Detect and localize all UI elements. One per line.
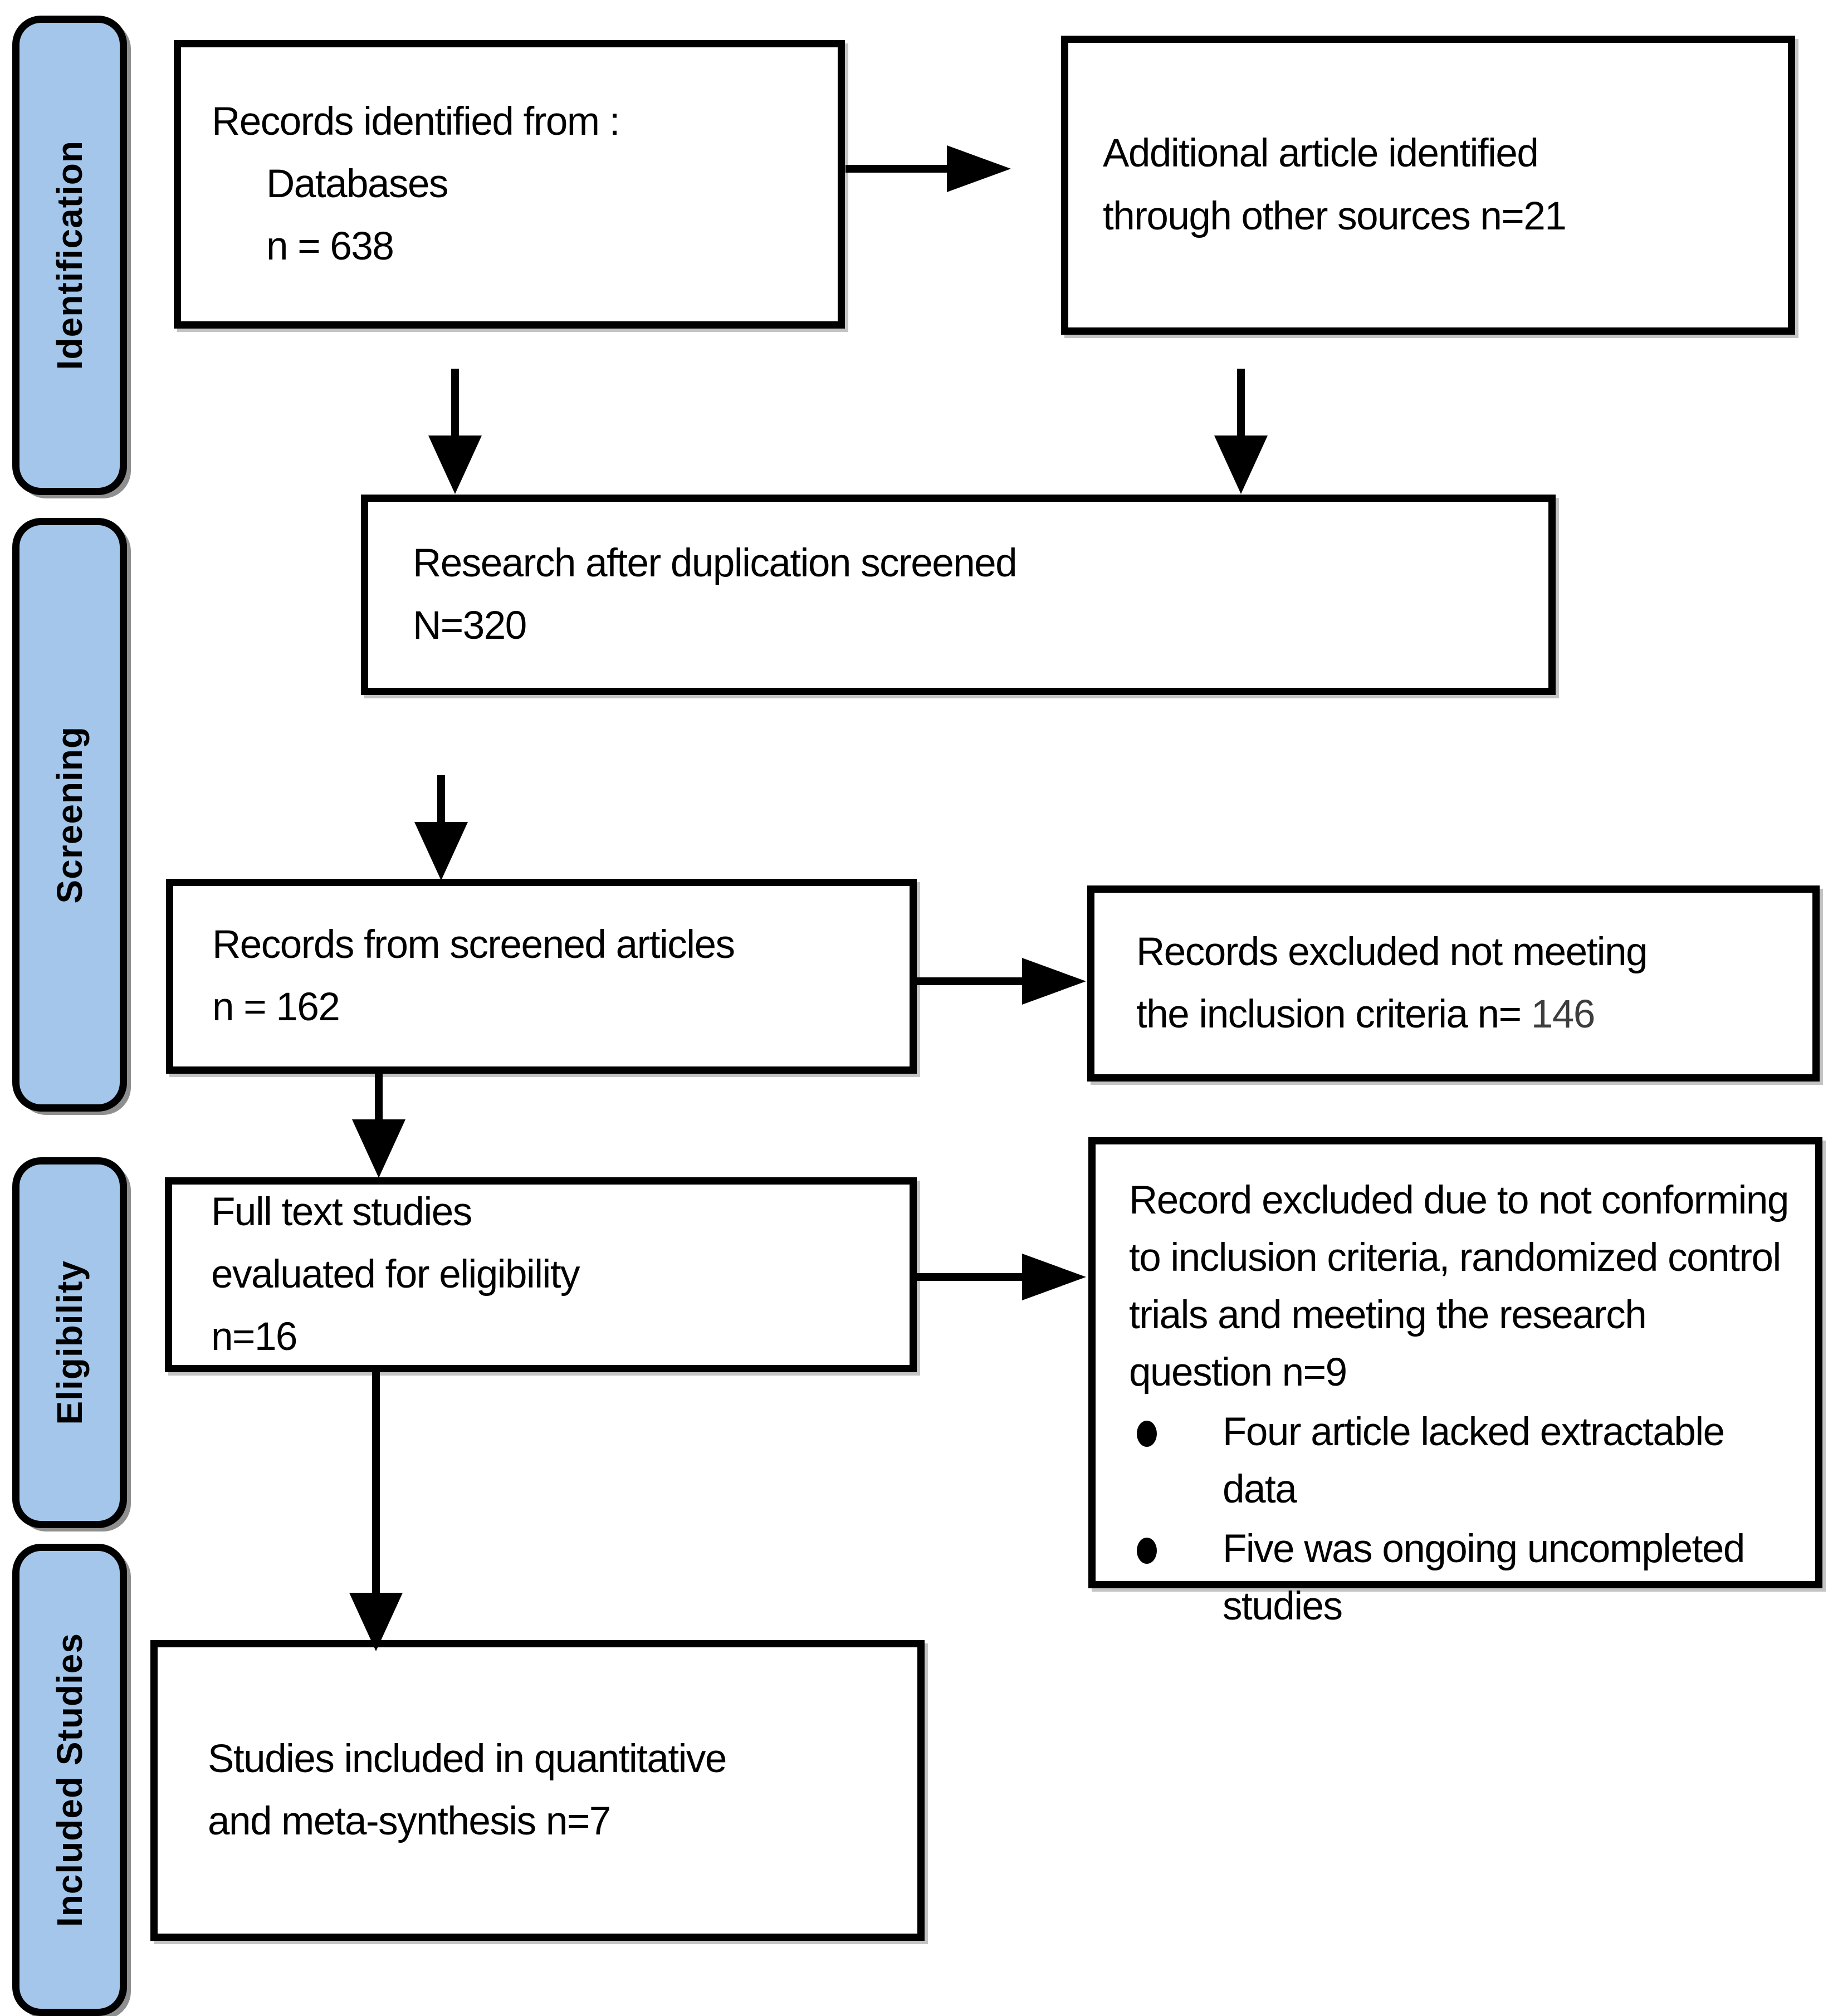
arrow-identified-to-additional-head xyxy=(947,145,1011,192)
fulltext-excluded-bullet-2: Five was ongoing uncompleted studies xyxy=(1223,1526,1745,1628)
arrow-fulltext-to-included-line xyxy=(372,1372,380,1601)
stage-eligibility: Eligibility xyxy=(12,1157,127,1528)
arrow-fulltext-to-excluded-head xyxy=(1022,1254,1086,1300)
fulltext-line1: Full text studies xyxy=(211,1190,472,1234)
fulltext-excluded-bullet-1: Four article lacked extractable data xyxy=(1223,1410,1725,1511)
fulltext-excluded-bullet-row-1: Four article lacked extractable data xyxy=(1129,1404,1793,1519)
arrow-fulltext-to-excluded-line xyxy=(917,1273,1028,1281)
records-excluded-criteria: the inclusion criteria n= xyxy=(1136,992,1522,1036)
box-included-studies: Studies included in quantitative and met… xyxy=(150,1640,925,1941)
after-duplication-line1: Research after duplication screened xyxy=(413,541,1018,585)
arrow-additional-to-duplication-line xyxy=(1237,369,1245,444)
arrow-identified-to-duplication-head xyxy=(428,436,482,494)
records-excluded-count: 146 xyxy=(1531,992,1595,1036)
records-excluded-line1: Records excluded not meeting xyxy=(1136,929,1648,974)
bullet-icon xyxy=(1137,1420,1157,1447)
arrow-screened-to-fulltext-line xyxy=(375,1074,383,1127)
box-records-screened: Records from screened articles n = 162 xyxy=(166,879,917,1074)
stage-screening: Screening xyxy=(12,518,127,1112)
arrow-identified-to-duplication-line xyxy=(451,369,459,444)
included-studies-count: and meta-synthesis n=7 xyxy=(208,1799,611,1843)
stage-identification-label: Identification xyxy=(50,140,90,370)
additional-articles-line2: through other sources n=21 xyxy=(1103,194,1567,238)
fulltext-count: n=16 xyxy=(211,1315,297,1359)
box-fulltext-excluded: Record excluded due to not conforming to… xyxy=(1088,1137,1822,1628)
arrow-duplication-to-screened-line xyxy=(437,775,445,828)
included-studies-line1: Studies included in quantitative xyxy=(208,1736,727,1781)
box-after-duplication: Research after duplication screened N=32… xyxy=(361,495,1556,695)
stage-eligibility-label: Eligibility xyxy=(50,1260,90,1425)
box-records-identified: Records identified from : Databases n = … xyxy=(174,40,845,329)
arrow-fulltext-to-included-head xyxy=(349,1593,403,1651)
records-screened-line1: Records from screened articles xyxy=(212,922,735,967)
stage-screening-label: Screening xyxy=(50,726,90,904)
stage-included-studies: Included Studies xyxy=(12,1544,127,2016)
arrow-screened-to-excluded-head xyxy=(1022,958,1086,1005)
stage-included-studies-label: Included Studies xyxy=(50,1632,90,1927)
arrow-duplication-to-screened-head xyxy=(414,822,468,880)
additional-articles-line1: Additional article identified xyxy=(1103,131,1539,176)
stage-identification: Identification xyxy=(12,16,127,495)
fulltext-line2: evaluated for eligibility xyxy=(211,1252,580,1296)
arrow-screened-to-fulltext-head xyxy=(352,1119,405,1178)
records-excluded-line2: the inclusion criteria n= 146 xyxy=(1136,983,1796,1046)
records-identified-line: Records identified from : xyxy=(212,99,620,144)
fulltext-excluded-bullet-row-2: Five was ongoing uncompleted studies xyxy=(1129,1521,1793,1636)
arrow-additional-to-duplication-head xyxy=(1214,436,1268,494)
bullet-icon xyxy=(1137,1537,1157,1564)
arrow-screened-to-excluded-line xyxy=(917,977,1028,985)
records-screened-count: n = 162 xyxy=(212,985,340,1029)
box-records-excluded: Records excluded not meeting the inclusi… xyxy=(1087,885,1820,1082)
records-identified-count: n = 638 xyxy=(266,224,394,269)
arrow-identified-to-additional-line xyxy=(845,165,957,173)
box-additional-articles: Additional article identified through ot… xyxy=(1061,36,1795,335)
records-identified-source: Databases xyxy=(266,162,448,206)
fulltext-excluded-text: Record excluded due to not conforming to… xyxy=(1129,1178,1789,1394)
after-duplication-count: N=320 xyxy=(413,604,527,648)
box-fulltext-evaluated: Full text studies evaluated for eligibil… xyxy=(165,1177,917,1372)
